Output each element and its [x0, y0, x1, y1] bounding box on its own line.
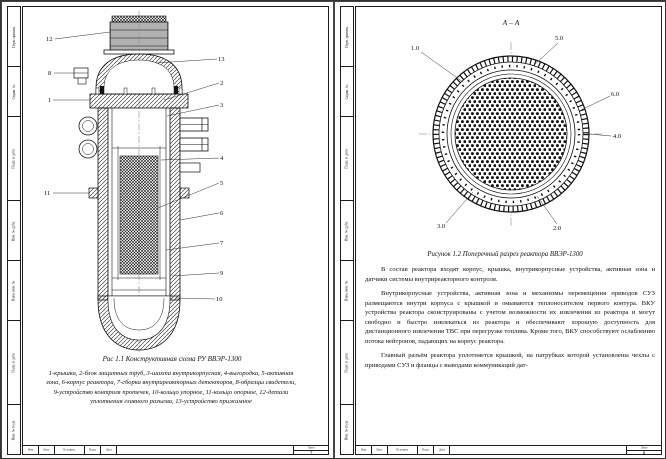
stamp-docnum — [450, 446, 627, 454]
stamp-label: Взам. инв. № — [12, 280, 16, 301]
callout-10: 10 — [216, 296, 223, 303]
stamp-doc: № докум. — [55, 446, 85, 454]
paragraph-3: Главный разъём реактора уплотняется крыш… — [365, 352, 655, 369]
figure-1-2-caption: Рисунок 1.2 Поперечный разрез реактора В… — [427, 251, 583, 258]
callouts-right: 13 2 3 4 5 6 7 9 10 — [155, 56, 225, 303]
callout-5: 5 — [220, 180, 223, 187]
stamp-label: Инв. № дубл. — [345, 220, 349, 241]
stamp-label: Инв. № подл. — [12, 419, 16, 440]
callout-6: 6 — [220, 210, 224, 217]
stamp-cell: Подп. и дата — [341, 117, 353, 201]
callout-8: 8 — [48, 70, 51, 77]
body-text: В состав реактора входят корпус, крышка,… — [365, 265, 655, 375]
sheet-number-box-left: Лист 7 — [294, 446, 328, 457]
page-right: Перв. примен. Справ. № Подп. и дата Инв.… — [334, 1, 665, 458]
stamp-cell: Инв. № подл. — [341, 405, 353, 454]
stamp-cell: Справ. № — [8, 67, 20, 117]
bottom-stamp-left: Изм. Лист № докум. Подп. Дата Лист 7 — [22, 445, 329, 457]
stamp-label: Подп. и дата — [345, 148, 349, 169]
stamp-label: Справ. № — [345, 84, 349, 99]
right-nozzles — [179, 117, 209, 173]
stamp-label: Перв. примен. — [12, 25, 16, 48]
callouts-left: 12 8 1 11 — [44, 31, 111, 197]
stamp-cell: Перв. примен. — [341, 7, 353, 67]
core-region — [119, 155, 159, 275]
stamp-cell: Перв. примен. — [8, 7, 20, 67]
bottom-dome — [97, 295, 181, 351]
crdm-group — [103, 15, 175, 55]
callout-5-0: 5.0 — [555, 35, 563, 42]
stamp-data: Дата — [101, 446, 117, 454]
stamp-cell: Подп. и дата — [8, 117, 20, 201]
section-label-a-a: А – А — [502, 18, 520, 27]
paragraph-2: Внутрикорпусные устройства, активная зон… — [365, 290, 655, 345]
callout-3-0: 3.0 — [437, 223, 445, 230]
reactor-section-drawing: 12 8 1 11 13 2 3 4 5 6 — [44, 11, 225, 352]
stamp-label: Подп. и дата — [12, 148, 16, 169]
gost-stamp-column-left: Перв. примен. Справ. № Подп. и дата Инв.… — [7, 6, 21, 455]
stamp-cell: Подп. и дата — [341, 321, 353, 405]
stamp-izm: Изм. — [356, 446, 372, 454]
stamp-label: Взам. инв. № — [345, 280, 349, 301]
specimen-blocks — [73, 67, 89, 85]
stamp-cell: Справ. № — [341, 67, 353, 117]
callout-12: 12 — [46, 36, 53, 43]
left-nozzles — [78, 116, 98, 159]
vessel-body — [97, 107, 181, 306]
sheet-label: Лист — [307, 446, 315, 450]
callout-7: 7 — [220, 240, 224, 247]
figure-1-1-caption: Рис 1.1 Конструктивная схема РУ ВВЭР-130… — [102, 355, 242, 363]
sheet-number: 7 — [309, 450, 313, 457]
stamp-cell: Инв. № дубл. — [341, 201, 353, 261]
stamp-label: Инв. № дубл. — [12, 220, 16, 241]
stamp-podp: Подп. — [418, 446, 434, 454]
callout-11: 11 — [44, 190, 50, 197]
callout-6-0: 6.0 — [611, 91, 619, 98]
callout-3: 3 — [220, 102, 223, 109]
callout-1-0: 1.0 — [411, 45, 419, 52]
paragraph-1: В состав реактора входят корпус, крышка,… — [365, 266, 655, 283]
fuel-assembly-lattice — [454, 77, 568, 191]
stamp-cell: Инв. № подл. — [8, 405, 20, 454]
stamp-label: Перв. примен. — [345, 25, 349, 48]
stamp-docnum — [117, 446, 294, 454]
callout-9: 9 — [220, 270, 223, 277]
callout-4-0: 4.0 — [613, 133, 621, 140]
callout-2: 2 — [220, 80, 223, 87]
stamp-cell: Инв. № дубл. — [8, 201, 20, 261]
stamp-cell: Подп. и дата — [8, 321, 20, 405]
bolt-ring — [433, 56, 589, 212]
bolt-holes-ring — [441, 64, 581, 204]
stamp-data: Дата — [434, 446, 450, 454]
stamp-label: Подп. и дата — [12, 352, 16, 373]
upper-head — [95, 53, 183, 95]
gost-stamp-column-right: Перв. примен. Справ. № Подп. и дата Инв.… — [340, 6, 354, 455]
stamp-cell: Взам. инв. № — [341, 261, 353, 321]
sheet-number-box-right: Лист 8 — [627, 446, 661, 457]
stamp-label: Подп. и дата — [345, 352, 349, 373]
stamp-izm: Изм. — [23, 446, 39, 454]
support-rings — [88, 187, 190, 199]
sheet-label: Лист — [640, 446, 648, 450]
stamp-podp: Подп. — [85, 446, 101, 454]
callout-1: 1 — [48, 97, 51, 104]
stamp-label: Инв. № подл. — [345, 419, 349, 440]
cross-section-callouts: 1.0 5.0 6.0 4.0 3.0 2.0 — [411, 35, 621, 232]
callout-2-0: 2.0 — [553, 225, 561, 232]
stamp-doc: № докум. — [388, 446, 418, 454]
callout-13: 13 — [218, 56, 225, 63]
figure-1-1-legend: 1-крышка, 2-блок защитных труб, 3-шахта … — [46, 370, 296, 406]
page-left: Перв. примен. Справ. № Подп. и дата Инв.… — [1, 1, 334, 458]
stamp-list: Лист — [39, 446, 55, 454]
reactor-cross-section-drawing: А – А 1.0 5.0 6.0 4.0 — [411, 18, 621, 232]
stamp-cell: Взам. инв. № — [8, 261, 20, 321]
bottom-stamp-right: Изм. Лист № докум. Подп. Дата Лист 8 — [355, 445, 662, 457]
stamp-list: Лист — [372, 446, 388, 454]
stamp-label: Справ. № — [12, 84, 16, 99]
callout-4: 4 — [220, 155, 224, 162]
sheet-number: 8 — [642, 450, 646, 457]
main-flange — [89, 87, 189, 109]
